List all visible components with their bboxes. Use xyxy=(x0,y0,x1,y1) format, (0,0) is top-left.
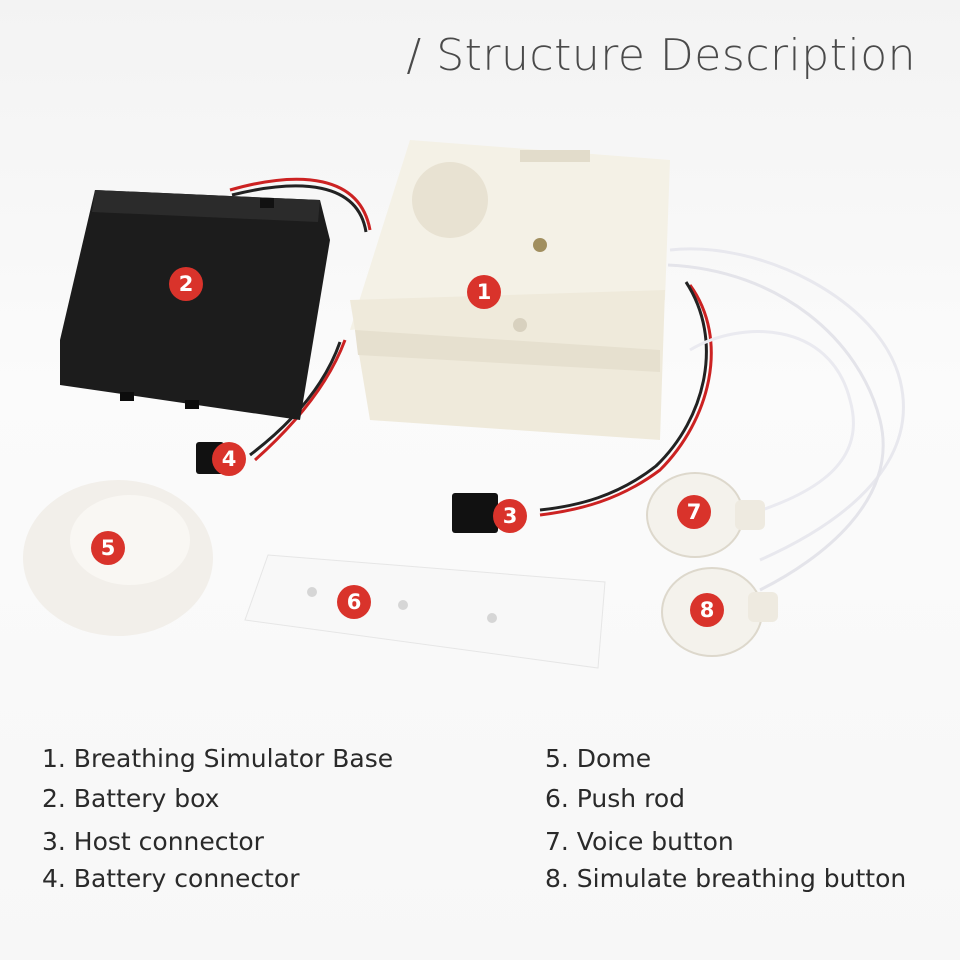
legend-item-8: 8. Simulate breathing button xyxy=(545,864,907,893)
screw-hole xyxy=(533,238,547,252)
badge-3: 3 xyxy=(493,499,527,533)
legend-item-4: 4. Battery connector xyxy=(42,864,300,893)
simulator-base-body xyxy=(350,290,665,440)
badge-8: 8 xyxy=(690,593,724,627)
badge-4: 4 xyxy=(212,442,246,476)
badge-7: 7 xyxy=(677,495,711,529)
badge-5: 5 xyxy=(91,531,125,565)
legend-item-3: 3. Host connector xyxy=(42,827,264,856)
legend-item-2: 2. Battery box xyxy=(42,784,220,813)
push-rod xyxy=(244,554,606,669)
wire-battery-black xyxy=(231,184,368,233)
page-title: / Structure Description xyxy=(406,30,916,81)
wire-white-3 xyxy=(689,330,855,522)
badge-1: 1 xyxy=(467,275,501,309)
host-connector xyxy=(452,493,498,533)
wire-connector3-black xyxy=(539,281,708,512)
wire-battery-red xyxy=(229,177,372,231)
legend-item-5: 5. Dome xyxy=(545,744,652,773)
legend-item-1: 1. Breathing Simulator Base xyxy=(42,744,394,773)
badge-2: 2 xyxy=(169,267,203,301)
wire-white-2 xyxy=(667,263,885,592)
legend-item-7: 7. Voice button xyxy=(545,827,734,856)
wire-connector4-black xyxy=(249,341,342,457)
product-photo xyxy=(23,140,905,669)
wire-white-1 xyxy=(669,247,905,562)
legend-item-6: 6. Push rod xyxy=(545,784,685,813)
wire-connector3-red xyxy=(539,284,713,517)
badge-6: 6 xyxy=(337,585,371,619)
wire-connector4-red xyxy=(254,339,347,462)
battery-box xyxy=(60,190,330,420)
speaker-grille xyxy=(412,162,488,238)
